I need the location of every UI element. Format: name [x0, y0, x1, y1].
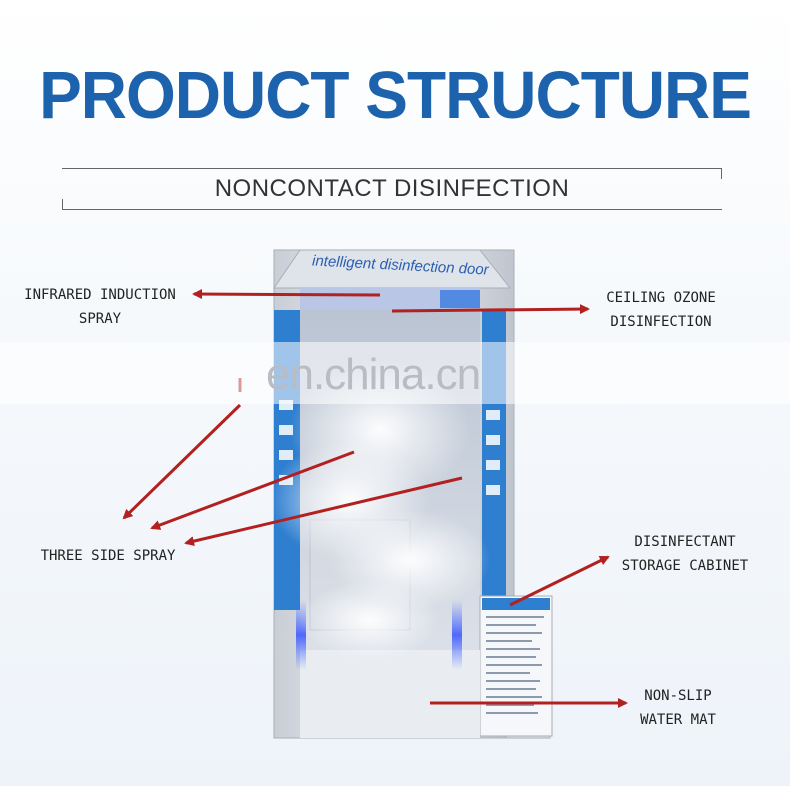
door-header — [273, 249, 512, 289]
arrow-spray-3 — [184, 476, 463, 547]
subtitle-frame: NONCONTACT DISINFECTION — [62, 168, 722, 210]
arrow-spray-2 — [150, 450, 355, 530]
label-three-side-spray: THREE SIDE SPRAY — [40, 548, 176, 564]
water-mat — [300, 650, 480, 738]
label-non-slip-water-mat: NON-SLIP WATER MAT — [640, 688, 716, 728]
subtitle: NONCONTACT DISINFECTION — [214, 175, 570, 202]
label-ceiling-ozone-disinfection: CEILING OZONE DISINFECTION — [606, 290, 716, 330]
watermark-band — [0, 342, 790, 404]
arrow-ceiling — [391, 304, 590, 315]
page-title: PRODUCT STRUCTURE — [39, 57, 752, 133]
arrow-cabinet — [509, 555, 610, 607]
watermark: en.china.cn — [266, 350, 481, 399]
label-disinfectant-storage-cabinet: DISINFECTANT STORAGE CABINET — [621, 534, 749, 574]
arrow-spray-1 — [122, 403, 242, 520]
arrow-infrared — [192, 289, 381, 300]
label-infrared-induction-spray: INFRARED INDUCTION SPRAY — [24, 287, 176, 327]
